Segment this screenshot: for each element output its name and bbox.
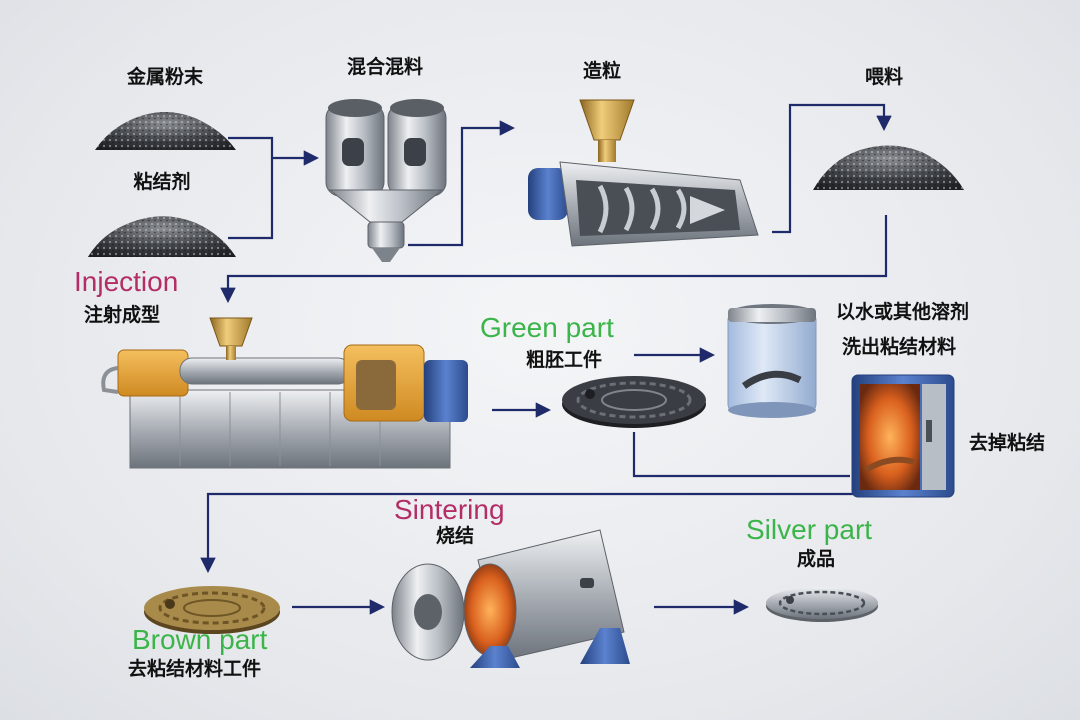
metal-powder-pile [95, 112, 236, 150]
label-solvent-line2: 洗出粘结材料 [842, 336, 957, 358]
injection-molding-machine [101, 317, 468, 469]
label-brown-part-cn: 去粘结材料工件 [128, 658, 262, 680]
label-binder: 粘结剂 [133, 171, 191, 193]
binder-pile [88, 216, 236, 257]
arrow-granulator-to-feed [772, 103, 892, 234]
solvent-container [727, 304, 817, 418]
label-mixing: 混合混料 [346, 56, 424, 78]
granulator-machine [528, 99, 759, 247]
silver-part-disc [766, 587, 878, 622]
label-brown-part-en: Brown part [132, 624, 268, 655]
label-solvent-line1: 以水或其他溶剂 [836, 301, 970, 323]
arrow-feed-to-injection [220, 215, 888, 304]
flow-arrows [200, 103, 892, 615]
label-sintering-cn: 烧结 [436, 525, 475, 547]
debinding-oven [851, 374, 955, 498]
label-silver-part-cn: 成品 [797, 548, 836, 570]
arrow-powder-binder-to-mixer [228, 136, 316, 240]
brown-part-disc [144, 586, 280, 634]
label-silver-part-en: Silver part [746, 514, 873, 545]
label-injection-cn: 注射成型 [84, 304, 161, 326]
label-metal-powder: 金属粉末 [126, 66, 204, 88]
label-injection-en: Injection [74, 266, 179, 297]
label-feeding: 喂料 [864, 66, 904, 88]
label-green-part-en: Green part [480, 312, 614, 343]
green-part-disc [562, 376, 706, 428]
sintering-furnace [391, 529, 630, 668]
label-granulation: 造粒 [582, 60, 622, 82]
mixer-machine [325, 99, 447, 262]
arrow-green-to-debind [632, 432, 850, 478]
arrow-mixer-to-granulator [408, 120, 516, 247]
label-debind: 去掉粘结 [969, 432, 1046, 454]
feedstock-pile [813, 145, 964, 190]
label-sintering-en: Sintering [394, 494, 505, 525]
arrow-debind-to-brown [200, 492, 860, 574]
label-green-part-cn: 粗胚工件 [526, 349, 603, 371]
